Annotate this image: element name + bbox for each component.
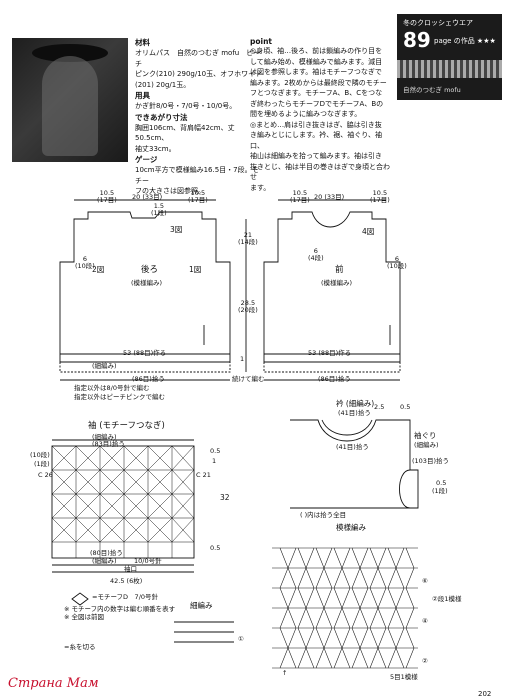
- pattern-row-4: ④: [422, 617, 428, 625]
- hem-chart-mark: ①: [238, 635, 244, 643]
- center-dim-3: 1: [240, 355, 245, 363]
- sleeve-hook: 10/0号針: [134, 557, 162, 565]
- point-text: ◎身頃、袖…後ろ、前は鎖編みの作り目を して編み始め、模様編みで編みます。減目 …: [250, 47, 390, 192]
- sleeve-top-title: (細編み): [92, 433, 117, 441]
- badge-yarn: 自然のつむぎ mofu: [403, 86, 461, 94]
- front-top-mid-dim: 20 (33目): [314, 193, 345, 201]
- legend-line-2: 指定以外はピーチピンクで編む: [74, 393, 165, 401]
- center-dim-2: 28.5 (20段): [238, 299, 258, 315]
- size-text: 胸囲106cm、背肩幅42cm、丈50.5cm、 袖丈33cm。: [135, 123, 235, 153]
- center-dim-1: 21 (14段): [238, 231, 258, 247]
- model-figure: [42, 56, 98, 156]
- sleeve-width: 42.5 (6枚): [110, 577, 143, 585]
- page-number: 202: [478, 690, 492, 698]
- back-top-mid-dim: 20 (33目): [132, 193, 163, 201]
- sleeve-side-left-2: (1段): [34, 460, 50, 468]
- back-fig3-label: 3図: [170, 225, 183, 234]
- point-title: point: [250, 37, 273, 46]
- sleeve-title: 袖 (モチーフつなぎ): [88, 421, 165, 431]
- armhole-title: 袖ぐり: [414, 431, 437, 440]
- tools-title: 用具: [135, 91, 150, 100]
- back-hem-label: (細編み): [92, 362, 117, 370]
- sleeve-right-dim-2: 1: [212, 457, 217, 465]
- back-fig1-label: 1図: [189, 265, 202, 274]
- front-fig4-label: 4図: [362, 227, 375, 236]
- sleeve-c26: C 26: [38, 471, 53, 479]
- watermark: Страна Мам: [8, 676, 99, 691]
- armhole-dim-1: (1段): [432, 487, 448, 495]
- hem-chart-title: 細編み: [190, 601, 213, 610]
- hem-chart-note: =糸を切る: [64, 643, 96, 651]
- front-neck-dim: 6 (4段): [308, 247, 324, 263]
- sleeve-top-count: (83目)拾う: [92, 440, 125, 448]
- work-badge: 冬のクロッシェウエア 89 page の作品 ★★★ 自然のつむぎ mofu: [397, 14, 502, 100]
- materials-title: 材料: [135, 38, 150, 47]
- front-hem-width: (86目)拾う: [318, 375, 351, 383]
- point-block: point ◎身頃、袖…後ろ、前は鎖編みの作り目を して編み始め、模様編みで編み…: [250, 37, 395, 193]
- center-note: 続けて編む: [232, 375, 265, 383]
- collar-title: 衿 (細編み): [336, 399, 375, 408]
- back-neck-dim: 1.5 (1段): [151, 202, 167, 218]
- pattern-row-note: ②段1模様: [432, 595, 462, 603]
- pattern-stitch-chart: [272, 547, 418, 669]
- front-side-dim: 6 (10段): [387, 255, 407, 271]
- sleeve-motif-grid: [51, 445, 195, 558]
- armhole-dim-05: 0.5: [436, 479, 447, 487]
- hat-shape: [32, 44, 108, 62]
- front-pattern-label: (模様編み): [321, 279, 353, 287]
- materials-block: 材料 オリムパス 自然のつむぎ mofu ピーチ ピンク(210) 290g/1…: [135, 37, 265, 197]
- collar-dim-25: 2.5: [374, 403, 385, 411]
- back-pattern-label: (模様編み): [131, 279, 163, 287]
- sleeve-side-left: (10段): [30, 451, 50, 459]
- badge-number: 89: [403, 28, 431, 52]
- tools-text: かぎ針8/0号・7/0号・10/0号。: [135, 102, 237, 110]
- front-top-right-dim: 10.5 (17目): [370, 189, 390, 205]
- collar-count-top: (41目)拾う: [338, 409, 371, 417]
- pattern-chart-title: 模様編み: [336, 523, 366, 532]
- back-label: 後ろ: [141, 265, 159, 275]
- sleeve-height: 32: [220, 493, 230, 502]
- sleeve-right-dim-3: 0.5: [210, 544, 221, 552]
- collar-note: ( )内は拾う全目: [300, 511, 347, 519]
- materials-text: オリムパス 自然のつむぎ mofu ピーチ ピンク(210) 290g/10玉、…: [135, 49, 263, 89]
- motif-legend-1: ※ モチーフ内の数字は編む順番を表す: [64, 605, 176, 613]
- pattern-repeat: 5目1模様: [390, 673, 418, 681]
- badge-page-label: page の作品 ★★★: [434, 37, 496, 45]
- back-fig2-label: 2図: [92, 265, 105, 274]
- sleeve-c21: C 21: [196, 471, 211, 479]
- armhole-sub: (細編み): [414, 441, 439, 449]
- model-photo: [12, 38, 128, 162]
- sleeve-bottom-count: (80目)拾う: [90, 549, 123, 557]
- sleeve-right-dim-1: 0.5: [210, 447, 221, 455]
- legend-line-1: 指定以外は8/0号針で編む: [74, 384, 150, 392]
- front-top-left-dim: 10.5 (17目): [290, 189, 310, 205]
- pattern-row-2: ②: [422, 657, 428, 665]
- gauge-title: ゲージ: [135, 155, 158, 164]
- size-title: できあがり寸法: [135, 112, 188, 122]
- front-label: 前: [335, 265, 344, 275]
- motif-legend-2: ※ 全図は前図: [64, 613, 105, 621]
- pattern-start-arrow: ↑: [282, 669, 288, 677]
- badge-series: 冬のクロッシェウエア: [403, 19, 473, 27]
- sleeve-bottom-title: (細編み): [92, 557, 117, 565]
- motif-d-legend: =モチーフD 7/0号針: [92, 593, 159, 601]
- armhole-count: (103目)拾う: [412, 457, 449, 465]
- yarn-swatch: [397, 60, 502, 78]
- back-width-dim: 53 (88目)作る: [123, 349, 167, 357]
- front-width-dim: 53 (88目)作る: [308, 349, 352, 357]
- sleeve-cuff: 袖口: [124, 565, 137, 573]
- pattern-row-6: ⑥: [422, 577, 428, 585]
- collar-count-mid: (41目)拾う: [336, 443, 369, 451]
- gauge-text: 10cm平方で模様編み16.5目・7段。モチー フの大きさは図参照。: [135, 166, 259, 195]
- back-top-right-dim: 10.5 (17目): [188, 189, 208, 205]
- back-hem-width: (86目)拾う: [132, 375, 165, 383]
- back-top-left-dim: 10.5 (17目): [97, 189, 117, 205]
- back-side-dim: 6 (10段): [75, 255, 95, 271]
- collar-dim-05: 0.5: [400, 403, 411, 411]
